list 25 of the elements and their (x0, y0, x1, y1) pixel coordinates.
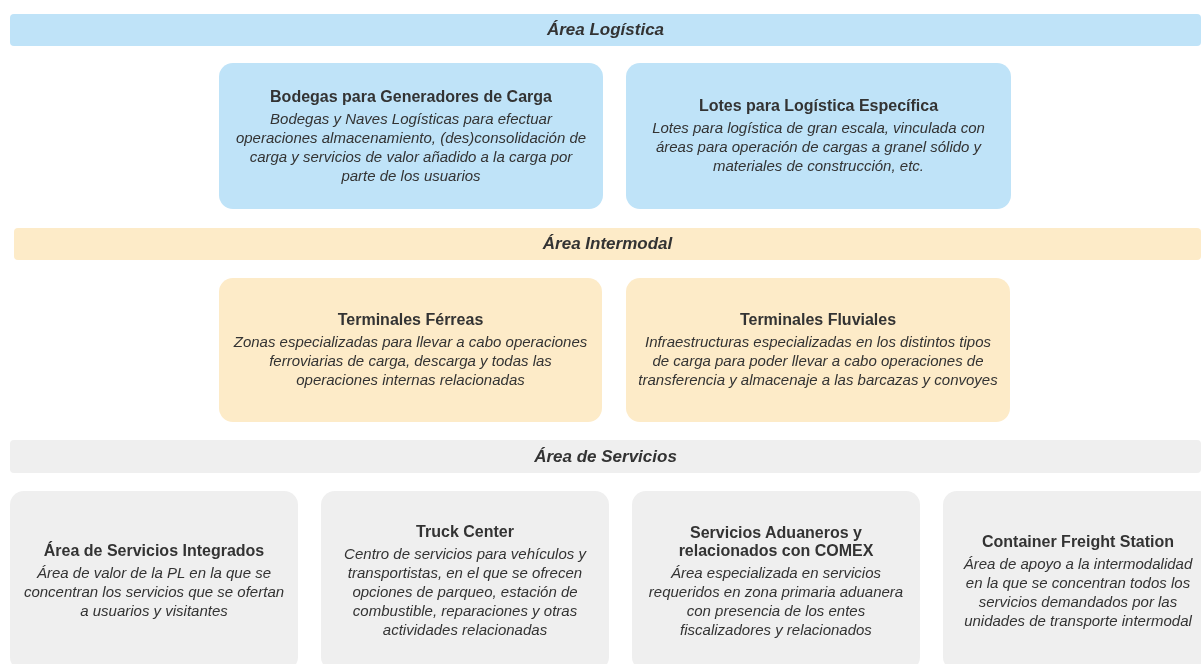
card-description: Área especializada en servicios requeridos en zona primaria aduanera con presencia de los entes fiscalizadores y relacionados (647, 562, 905, 639)
card-title: Bodegas para Generadores de Carga (270, 87, 552, 106)
card-title: Truck Center (416, 523, 514, 541)
card-title: Área de Servicios Integrados (43, 542, 265, 560)
card-title: Terminales Fluviales (739, 311, 897, 329)
card-description: Centro de servicios para vehículos y transportistas, en el que se ofrecen opciones de parqueo, estación de combustible, reparaciones y otras actividades relacionadas (343, 544, 588, 639)
card-description: Área de valor de la PL en la que se concentran los servicios que se ofertan a usuarios y visitantes (22, 563, 286, 620)
card-title: Lotes para Logística Específica (698, 97, 939, 115)
card-description: Área de apoyo a la intermodalidad en la que se concentran todos los servicios demandados por las unidades de transporte intermodal (962, 553, 1194, 630)
section-band (14, 228, 1201, 260)
section-band (10, 14, 1201, 46)
card-title: Terminales Férreas (337, 311, 484, 329)
section-title: Área de Servicios (534, 446, 677, 467)
card-description: Bodegas y Naves Logísticas para efectuar operaciones almacenamiento, (des)consolidación de carga y servicios de valor añadido a la carga por parte de los usuarios (234, 108, 588, 185)
area-card (626, 278, 1010, 422)
card-title: Container Freight Station (982, 532, 1174, 551)
section-title: Área Logística (546, 20, 665, 40)
card-description: Zonas especializadas para llevar a cabo operaciones ferroviarias de carga, descarga y todas las operaciones internas relacionadas (232, 332, 589, 389)
card-description: Lotes para logística de gran escala, vinculada con áreas para operación de cargas a granel sólido y materiales de construcción, etc. (651, 118, 986, 175)
card-title: Servicios Aduaneros y relacionados con COMEX (677, 523, 875, 560)
area-card (219, 63, 603, 209)
area-card (219, 278, 602, 422)
area-card (626, 63, 1011, 209)
card-description: Infraestructuras especializadas en los distintos tipos de carga para poder llevar a cabo operaciones de transferencia y almacenaje a las barcazas y convoyes (638, 332, 998, 389)
section-title: Área Intermodal (542, 234, 673, 254)
